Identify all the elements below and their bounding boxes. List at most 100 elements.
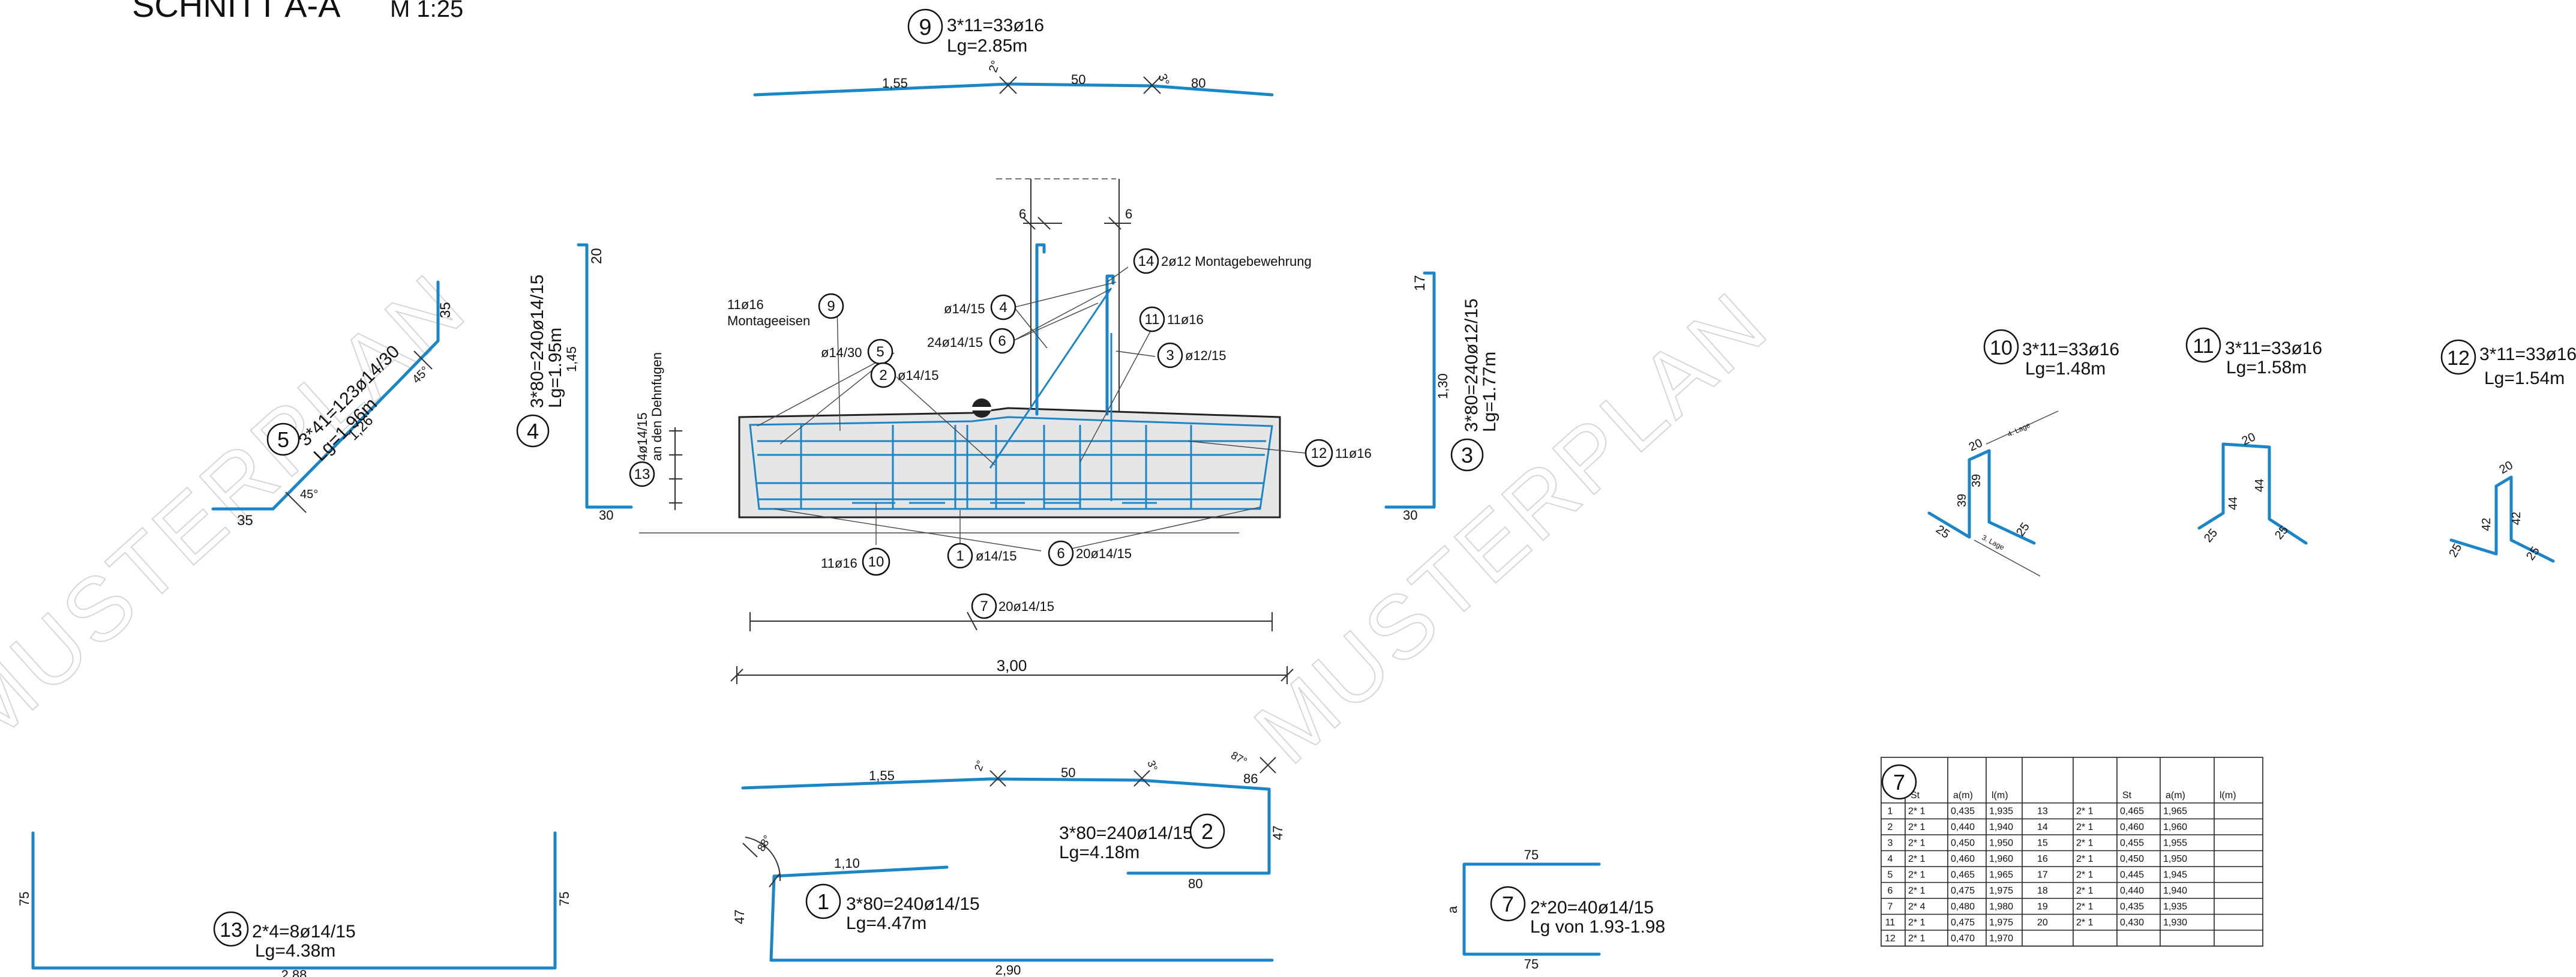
label-7-circle <box>971 593 997 619</box>
table-cell: 2* 4 <box>1908 902 1926 912</box>
label-6-top-text: 24ø14/15 <box>927 335 983 350</box>
label-4-circle <box>990 294 1016 320</box>
bar-12-dim-3: 42 <box>2510 512 2523 525</box>
label-2-number: 2 <box>879 367 887 383</box>
bar-2-number-circle <box>1189 813 1225 849</box>
bar-7-spec: 2*20=40ø14/15 <box>1530 898 1654 918</box>
label-10-number: 10 <box>868 554 884 570</box>
bar-10-note-1: 4. Lage <box>2006 421 2031 439</box>
table-cell: 3 <box>1888 838 1893 849</box>
table-cell: 16 <box>2037 854 2048 864</box>
bar-3-shape: 17 1,30 30 3 3*80=240ø12/15 Lg=1.77m <box>1384 271 1500 523</box>
table-cell: 7 <box>1888 902 1893 912</box>
bar-11-dim-3: 44 <box>2253 479 2266 492</box>
table-cell: 2* 1 <box>2076 854 2094 864</box>
bar-4-dim-3: 30 <box>599 508 613 523</box>
label-2-circle <box>870 362 896 388</box>
title-block: SCHNITT A-A M 1:25 <box>132 0 463 24</box>
label-10-circle <box>862 547 890 576</box>
label-3-circle <box>1157 342 1183 368</box>
table-7-number: 7 <box>1893 770 1905 795</box>
bar-9-dim-2: 50 <box>1071 72 1085 87</box>
table-header-cell: l(m) <box>2220 790 2236 801</box>
bar-10-number: 10 <box>1990 337 2013 359</box>
bar-2-dim-5: 80 <box>1188 876 1202 891</box>
table-cell: 2* 1 <box>2076 886 2094 896</box>
table-cell: 0,445 <box>2120 870 2144 880</box>
bar-9-dim-1: 1,55 <box>882 76 908 91</box>
bar-10-dim-3: 39 <box>1970 474 1983 487</box>
label-6-bottom-circle <box>1048 540 1074 567</box>
label-2-text: ø14/15 <box>898 368 939 383</box>
bar-13-dim-1: 75 <box>17 892 32 906</box>
table-cell: 5 <box>1888 870 1893 880</box>
table-cell: 2* 1 <box>1908 918 1926 928</box>
label-4-text: ø14/15 <box>944 301 985 316</box>
bar-13-length: Lg=4.38m <box>255 941 335 961</box>
bar-3-length: Lg=1.77m <box>1480 352 1500 432</box>
bar-13-dim-2: 75 <box>557 892 572 906</box>
table-cell: 0,450 <box>2120 854 2144 864</box>
table-cell: 0,475 <box>1951 918 1975 928</box>
label-1-circle <box>947 543 973 569</box>
label-12-circle <box>1305 439 1333 467</box>
table-cell: 2* 1 <box>1908 870 1926 880</box>
label-3-number: 3 <box>1166 347 1174 364</box>
bar-12-shape: 12 3*11=33ø16 Lg=1.54m 20 42 42 25 25 <box>2440 339 2576 563</box>
table-header-cell: St <box>2122 790 2132 801</box>
bar-4-length: Lg=1.95m <box>545 328 565 408</box>
bar-1-dim-2: 47 <box>732 910 747 924</box>
table-cell: 19 <box>2037 902 2048 912</box>
label-10-text: 11ø16 <box>821 556 857 571</box>
label-6-top-number: 6 <box>998 333 1006 349</box>
table-cell: 15 <box>2037 838 2048 849</box>
bar-7-number: 7 <box>1502 892 1514 916</box>
table-cell: 1,935 <box>2163 902 2187 912</box>
bar-7-length: Lg von 1.93-1.98 <box>1530 917 1665 937</box>
table-cell: 2* 1 <box>1908 822 1926 832</box>
bar-1-number: 1 <box>817 889 829 914</box>
table-cell: 1 <box>1888 807 1893 817</box>
bar-4-number: 4 <box>527 419 539 443</box>
label-4-number: 4 <box>999 299 1007 316</box>
bar-4-dim-2: 1,45 <box>564 346 579 372</box>
table-cell: 0,470 <box>1951 934 1975 944</box>
bar-4-dim-1: 20 <box>589 248 605 264</box>
bar-11-number: 11 <box>2193 335 2214 358</box>
table-cell: 1,965 <box>2163 807 2187 817</box>
table-cell: 0,465 <box>1951 870 1975 880</box>
label-7-number: 7 <box>980 598 988 615</box>
bar-10-note-2: 3. Lage <box>1981 533 2006 552</box>
bar-12-number-circle <box>2440 339 2476 375</box>
bar-3-dim-3: 30 <box>1403 508 1417 523</box>
bar-3-number-circle <box>1450 438 1484 472</box>
bar-1-angle: 88° <box>755 833 773 853</box>
table-cell: 0,435 <box>2120 902 2144 912</box>
bar-2-angle-1: 2° <box>972 759 987 772</box>
label-13-text: 4ø14/15 <box>635 412 650 461</box>
bar-2-number: 2 <box>1201 819 1213 844</box>
label-1-number: 1 <box>956 548 964 564</box>
label-9-circle <box>818 293 844 319</box>
bar-10-length: Lg=1.48m <box>2025 359 2106 379</box>
bar-7-dim-3: 75 <box>1524 957 1539 972</box>
cross-section: 6 6 11ø16 Montageeisen 9 <box>629 178 1372 684</box>
bar-13-spec: 2*4=8ø14/15 <box>252 922 356 942</box>
section-width-dim: 3,00 <box>997 657 1027 675</box>
bar-5-dim-1: 35 <box>237 513 253 529</box>
label-13-number: 13 <box>634 466 650 482</box>
table-cell: 12 <box>1885 934 1896 944</box>
table-cell: 18 <box>2037 886 2048 896</box>
drawing-title: SCHNITT A-A <box>132 0 341 24</box>
label-11-text: 11ø16 <box>1167 312 1204 327</box>
table-cell: 0,455 <box>2120 838 2144 849</box>
label-14-circle <box>1133 248 1159 274</box>
table-cell: 2* 1 <box>1908 886 1926 896</box>
label-12-text: 11ø16 <box>1335 446 1372 461</box>
table-cell: 1,940 <box>2163 886 2187 896</box>
bar-10-dim-1: 20 <box>1967 436 1984 454</box>
bar-11-number-circle <box>2185 327 2221 363</box>
label-11-circle <box>1139 306 1165 332</box>
watermark-center: MUSTERPLAN <box>1235 272 1787 783</box>
